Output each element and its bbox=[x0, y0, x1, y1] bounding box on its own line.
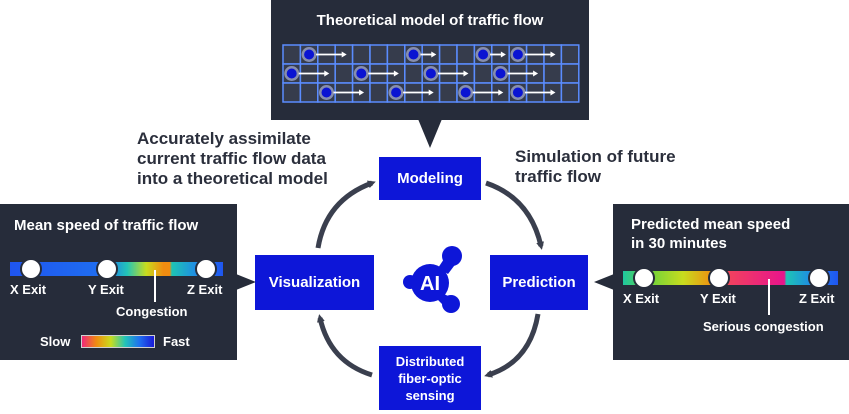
grid-cell bbox=[456, 44, 476, 65]
velocity-arrowhead bbox=[359, 89, 365, 96]
vehicle-dot bbox=[304, 49, 315, 60]
theoretical-model-panel: Theoretical model of traffic flow bbox=[271, 0, 589, 120]
velocity-arrowhead bbox=[498, 89, 504, 96]
grid-cell bbox=[560, 44, 580, 65]
legend-fast-label: Fast bbox=[163, 334, 190, 349]
vehicle-dot bbox=[391, 87, 402, 98]
congestion-pointer-line bbox=[154, 270, 156, 302]
prediction-label: Prediction bbox=[502, 274, 576, 291]
theoretical-model-title: Theoretical model of traffic flow bbox=[316, 12, 544, 29]
predicted-speed-panel: Predicted mean speed in 30 minutes X Exi… bbox=[613, 204, 849, 360]
visualization-node[interactable]: Visualization bbox=[255, 255, 374, 310]
title-line: in 30 minutes bbox=[631, 235, 727, 252]
grid-cell bbox=[334, 63, 354, 84]
caption-line: traffic flow bbox=[515, 167, 601, 186]
grid-cell bbox=[369, 82, 389, 103]
sensing-label-line: fiber-optic bbox=[398, 370, 462, 386]
grid-cell bbox=[282, 44, 302, 65]
velocity-arrowhead bbox=[393, 70, 399, 77]
y-exit-label: Y Exit bbox=[88, 282, 124, 297]
sensing-label-line: Distributed bbox=[395, 353, 465, 369]
velocity-arrowhead bbox=[500, 51, 506, 58]
vehicle-dot bbox=[321, 87, 332, 98]
velocity-arrowhead bbox=[550, 51, 556, 58]
z-exit-marker bbox=[808, 267, 830, 289]
arrow-visualization-to-modeling bbox=[315, 180, 376, 249]
y-exit-marker bbox=[708, 267, 730, 289]
grid-cell bbox=[299, 82, 319, 103]
vehicle-dot bbox=[356, 68, 367, 79]
caption-line: into a theoretical model bbox=[137, 169, 328, 188]
simulation-caption: Simulation of future traffic flow bbox=[515, 147, 676, 187]
x-exit-marker bbox=[633, 267, 655, 289]
prediction-node[interactable]: Prediction bbox=[490, 255, 588, 310]
grid-cell bbox=[351, 44, 371, 65]
serious-congestion-label: Serious congestion bbox=[703, 319, 824, 334]
x-exit-marker bbox=[20, 258, 42, 280]
velocity-arrowhead bbox=[431, 51, 437, 58]
arrow-modeling-to-prediction bbox=[485, 180, 545, 250]
caption-line: Simulation of future bbox=[515, 147, 676, 166]
vehicle-dot bbox=[460, 87, 471, 98]
traffic-grid bbox=[282, 44, 580, 103]
velocity-arrowhead bbox=[550, 89, 556, 96]
caption-line: Accurately assimilate bbox=[137, 129, 311, 148]
grid-cell bbox=[438, 82, 458, 103]
grid-cell bbox=[438, 44, 458, 65]
grid-cell bbox=[473, 63, 493, 84]
legend-slow-label: Slow bbox=[40, 334, 71, 349]
arrow-prediction-to-sensing bbox=[484, 313, 541, 378]
z-exit-marker bbox=[195, 258, 217, 280]
mean-speed-panel: Mean speed of traffic flow X Exit Y Exit… bbox=[0, 204, 237, 360]
vehicle-dot bbox=[512, 49, 523, 60]
y-exit-label: Y Exit bbox=[700, 291, 736, 306]
velocity-arrowhead bbox=[533, 70, 539, 77]
velocity-arrowhead bbox=[341, 51, 347, 58]
velocity-arrowhead bbox=[463, 70, 469, 77]
visualization-label: Visualization bbox=[268, 274, 361, 291]
velocity-arrowhead bbox=[428, 89, 434, 96]
vehicle-dot bbox=[408, 49, 419, 60]
congestion-label: Congestion bbox=[116, 304, 188, 319]
x-exit-label: X Exit bbox=[10, 282, 47, 297]
velocity-arrowhead bbox=[324, 70, 330, 77]
predicted-speed-bar bbox=[623, 271, 838, 285]
grid-cell bbox=[543, 63, 563, 84]
vehicle-dot bbox=[495, 68, 506, 79]
grid-cell bbox=[560, 63, 580, 84]
z-exit-label: Z Exit bbox=[799, 291, 835, 306]
vehicle-dot bbox=[425, 68, 436, 79]
caption-line: current traffic flow data bbox=[137, 149, 326, 168]
mean-speed-title: Mean speed of traffic flow bbox=[14, 217, 199, 234]
sensing-node[interactable]: Distributed fiber-optic sensing bbox=[379, 346, 481, 410]
vehicle-dot bbox=[286, 68, 297, 79]
grid-cell bbox=[386, 44, 406, 65]
vehicle-dot bbox=[478, 49, 489, 60]
arrow-sensing-to-visualization bbox=[316, 314, 373, 378]
grid-cell bbox=[404, 63, 423, 84]
speed-legend-gradient bbox=[81, 335, 155, 348]
title-line: Predicted mean speed bbox=[631, 216, 791, 233]
modeling-label: Modeling bbox=[397, 170, 463, 187]
grid-cell bbox=[369, 44, 389, 65]
sensing-label-line: sensing bbox=[405, 387, 455, 403]
assimilate-caption: Accurately assimilate current traffic fl… bbox=[137, 129, 328, 189]
predicted-speed-title: Predicted mean speed in 30 minutes bbox=[631, 215, 790, 253]
y-exit-marker bbox=[96, 258, 118, 280]
z-exit-label: Z Exit bbox=[187, 282, 223, 297]
x-exit-label: X Exit bbox=[623, 291, 660, 306]
modeling-node[interactable]: Modeling bbox=[379, 157, 481, 200]
grid-cell bbox=[282, 82, 302, 103]
grid-cell bbox=[560, 82, 580, 103]
serious-congestion-pointer-line bbox=[768, 279, 770, 315]
vehicle-dot bbox=[512, 87, 523, 98]
